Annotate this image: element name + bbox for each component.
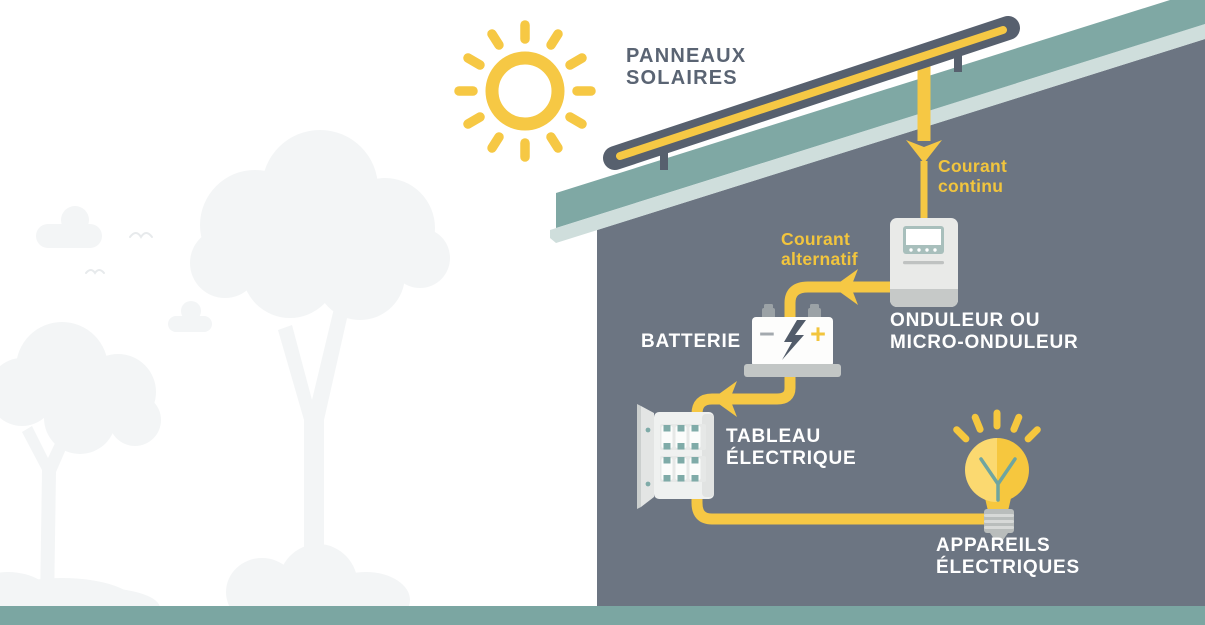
bulb-filament (979, 457, 1017, 502)
breaker-switches (661, 425, 701, 482)
panel-door-edge (637, 404, 641, 509)
bulb-screw-ridge (984, 514, 1014, 517)
battery-plus-symbol: + (810, 319, 826, 349)
cloud-silhouette (36, 206, 212, 332)
roof-band (556, 0, 1205, 228)
energy-flow-line (691, 281, 988, 525)
house-wall (597, 39, 1205, 606)
solar-panels-label: PANNEAUX SOLAIRES (626, 45, 747, 89)
door-hinge (645, 427, 651, 433)
bulb-screw-tip (990, 533, 1008, 540)
inverter-icon (890, 218, 958, 307)
battery-minus-symbol: − (759, 319, 775, 349)
appliances-label: APPAREILS ÉLECTRIQUES (936, 535, 1080, 578)
battery-terminal (808, 308, 821, 319)
sun-ring (485, 51, 565, 131)
battery-label: BATTERIE (641, 331, 741, 352)
tree-trunk (22, 420, 76, 606)
light-bulb-icon (953, 409, 1041, 540)
electrical-panel-label: TABLEAU ÉLECTRIQUE (726, 426, 857, 469)
ac-current-label: Courant alternatif (781, 229, 858, 269)
tree-silhouette (190, 130, 450, 606)
tree-silhouette (0, 322, 161, 606)
dc-current-label: Courant continu (938, 156, 1008, 196)
inverter-vent (903, 261, 944, 265)
inverter-led (909, 248, 913, 252)
breaker-panel-icon (637, 404, 714, 509)
panel-stripe (616, 26, 1007, 160)
bulb-screw-ridge (984, 526, 1014, 529)
lightning-bolt-icon (782, 320, 806, 360)
inverter-label: ONDULEUR OU MICRO-ONDULEUR (890, 310, 1079, 353)
left-arrow-icon (833, 269, 858, 305)
battery-base (744, 364, 841, 377)
panel-door (641, 406, 654, 507)
bulb-glass-left (965, 438, 997, 502)
inverter-led (933, 248, 937, 252)
battery-icon: − + (744, 304, 841, 377)
sun-rays (454, 20, 596, 162)
tree-trunk (278, 300, 350, 606)
ground-strip (0, 606, 1205, 625)
left-arrow-icon (712, 381, 737, 417)
bulb-rays (953, 409, 1041, 443)
inverter-base (890, 289, 958, 297)
background-silhouettes (0, 130, 450, 625)
roof-pale-edge (550, 24, 1205, 243)
inverter-led (925, 248, 929, 252)
bulb-screw-ridge (984, 520, 1014, 523)
bulb-glass-right (997, 438, 1029, 502)
solar-panel-icon (603, 16, 1020, 170)
battery-terminal (762, 308, 775, 319)
bird-silhouette (85, 232, 153, 275)
sun-icon (454, 20, 596, 162)
inverter-led (917, 248, 921, 252)
down-arrow-icon (906, 140, 942, 163)
inverter-display (906, 229, 941, 245)
door-hinge (645, 481, 651, 487)
